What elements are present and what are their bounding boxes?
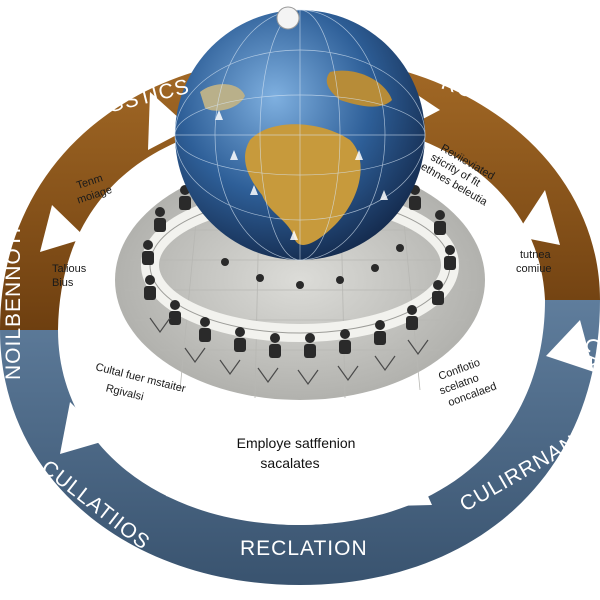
meeting-attendees	[142, 185, 456, 358]
center-caption: Employe satffenion sacalates	[237, 435, 360, 471]
ring-label-right-edge-top: C	[579, 208, 600, 224]
label-talious-bius: Talious Bius	[52, 263, 89, 289]
globe-icon	[174, 6, 426, 261]
blue-ring-band	[0, 300, 600, 585]
label-tutnea-comiue: tutnea comiue	[516, 249, 554, 275]
ring-label-relation: RECLATION	[240, 537, 368, 560]
ring-label-left-edge: NOILBENNOTIONS	[2, 178, 25, 380]
ring-label-right-edge-bottom: CA	[581, 338, 600, 369]
chairs	[149, 317, 429, 386]
